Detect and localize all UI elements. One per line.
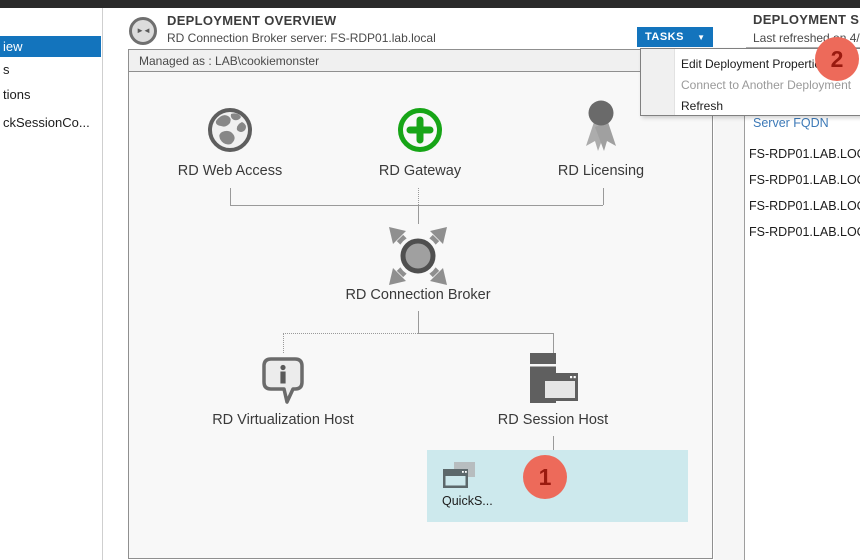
- collection-windows-icon: [441, 460, 479, 492]
- page-title: DEPLOYMENT OVERVIEW: [167, 13, 336, 28]
- connector-bus-left-dotted: [283, 333, 418, 334]
- connector-bus-top: [230, 205, 603, 206]
- server-row[interactable]: FS-RDP01.LAB.LOCAL: [749, 147, 860, 161]
- chevron-down-icon: ▼: [697, 33, 705, 42]
- connector-broker-drop: [418, 205, 419, 224]
- sidebar-divider: [102, 8, 103, 560]
- tasks-menu-gutter: [641, 49, 675, 115]
- server-window-icon: [526, 351, 580, 407]
- connector-virtualization-dotted: [283, 333, 284, 353]
- add-gateway-plus-icon: [396, 106, 444, 154]
- servers-panel-title: DEPLOYMENT SERVERS: [753, 12, 860, 27]
- page-subtitle: RD Connection Broker server: FS-RDP01.la…: [167, 31, 436, 45]
- connector-bus-right: [418, 333, 553, 334]
- managed-as-text: Managed as : LAB\cookiemonster: [139, 50, 319, 72]
- menu-item-refresh[interactable]: Refresh: [681, 96, 723, 117]
- annotation-step-1: 1: [523, 455, 567, 499]
- rd-web-access-label[interactable]: RD Web Access: [178, 163, 283, 179]
- rd-web-access-node[interactable]: [206, 106, 254, 154]
- globe-icon: [206, 106, 254, 154]
- connector-collection: [553, 436, 554, 450]
- rd-session-host-node[interactable]: [526, 351, 580, 407]
- sidebar-item-servers[interactable]: s: [3, 60, 10, 80]
- server-row[interactable]: FS-RDP01.LAB.LOCAL: [749, 173, 860, 187]
- panel-gap: [714, 49, 745, 560]
- connection-broker-icon: [386, 224, 450, 288]
- rd-virtualization-host-node[interactable]: [257, 354, 309, 406]
- rd-session-host-label[interactable]: RD Session Host: [498, 412, 608, 428]
- info-bubble-icon: [257, 354, 309, 406]
- ribbon-award-icon: [583, 100, 619, 154]
- connector-gateway-dotted: [418, 188, 419, 205]
- sidebar-item-collections[interactable]: tions: [3, 85, 30, 105]
- deployment-overview-icon: ►◄: [129, 17, 157, 45]
- connector-web-access: [230, 188, 231, 205]
- rd-virtualization-host-label[interactable]: RD Virtualization Host: [212, 412, 354, 428]
- rd-connection-broker-node[interactable]: [386, 224, 450, 288]
- server-row[interactable]: FS-RDP01.LAB.LOCAL: [749, 199, 860, 213]
- sidebar-item-quicksessioncollection[interactable]: ckSessionCo...: [3, 113, 90, 133]
- sidebar-item-label: iew: [3, 36, 23, 56]
- server-row[interactable]: FS-RDP01.LAB.LOCAL: [749, 225, 860, 239]
- rd-gateway-label[interactable]: RD Gateway: [379, 163, 461, 179]
- tasks-button-label: TASKS: [645, 31, 684, 43]
- tasks-button[interactable]: TASKS ▼: [637, 27, 713, 47]
- rd-gateway-node[interactable]: [396, 106, 444, 154]
- rd-licensing-label[interactable]: RD Licensing: [558, 163, 644, 179]
- connector-licensing: [603, 188, 604, 205]
- annotation-step-2: 2: [815, 37, 859, 81]
- rd-connection-broker-label[interactable]: RD Connection Broker: [345, 287, 490, 303]
- menu-item-edit-deployment-properties[interactable]: Edit Deployment Properties: [681, 54, 827, 75]
- sidebar-item-overview[interactable]: iew: [0, 36, 101, 57]
- session-arrows-icon: ►◄: [132, 20, 154, 42]
- connector-broker-down: [418, 311, 419, 333]
- window-top-bar: [0, 0, 860, 8]
- managed-as-bar: Managed as : LAB\cookiemonster: [129, 50, 712, 72]
- collection-label: QuickS...: [442, 494, 493, 508]
- servers-column-header[interactable]: Server FQDN: [753, 116, 829, 130]
- connector-session-host: [553, 333, 554, 353]
- rd-licensing-node[interactable]: [583, 100, 619, 154]
